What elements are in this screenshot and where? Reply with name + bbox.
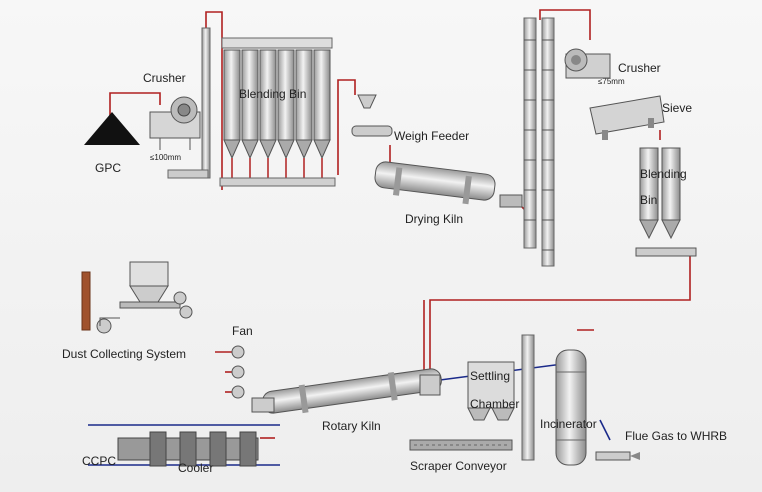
label-drying-kiln: Drying Kiln [405, 212, 463, 226]
bucket-elevator-1 [167, 27, 211, 179]
scraper-conveyor [409, 439, 513, 451]
label-settling-line1: Settling [470, 369, 510, 383]
sieve [589, 95, 665, 140]
label-dust-collecting: Dust Collecting System [62, 347, 186, 361]
bucket-elevator-2 [523, 17, 555, 267]
label-settling-line2: Chamber [470, 397, 519, 411]
fans [231, 345, 245, 399]
label-size-75: ≤75mm [598, 77, 625, 86]
drying-kiln [374, 161, 523, 208]
label-gpc: GPC [95, 161, 121, 175]
weigh-feeder [351, 94, 393, 137]
cooler [117, 431, 259, 467]
elevator-3 [521, 334, 535, 461]
blending-bin-silo-cone [259, 139, 277, 160]
blending-bin-silo-cone [241, 139, 259, 160]
blending-bin-silo [223, 49, 241, 141]
blending-bin-silo [313, 49, 331, 141]
blending-bin-group-1 [219, 37, 336, 187]
crusher-1 [149, 96, 201, 150]
label-size-100: ≤100mm [150, 153, 181, 162]
label-flue-gas: Flue Gas to WHRB [625, 429, 727, 443]
label-scraper-conveyor: Scraper Conveyor [410, 459, 507, 473]
label-crusher-1: Crusher [143, 71, 186, 85]
blending-bin-silo-cone [277, 139, 295, 160]
gpc-pile [84, 112, 140, 145]
blending-bin-silo-cone [223, 139, 241, 160]
label-weigh-feeder: Weigh Feeder [394, 129, 469, 143]
blending-bin-silo-cone [313, 139, 331, 160]
label-blending-bin-2-line2: Bin [640, 193, 657, 207]
label-sieve: Sieve [662, 101, 692, 115]
label-rotary-kiln: Rotary Kiln [322, 419, 381, 433]
label-ccpc: CCPC [82, 454, 116, 468]
label-blending-bin-2-line1: Blending [640, 167, 687, 181]
label-incinerator: Incinerator [540, 417, 597, 431]
blending-bin-silo-cone [295, 139, 313, 160]
label-blending-bin-1: Blending Bin [239, 87, 306, 101]
chimney [81, 271, 91, 331]
label-fan: Fan [232, 324, 253, 338]
label-crusher-2: Crusher [618, 61, 661, 75]
dust-collector [96, 261, 193, 334]
settling-chamber [467, 361, 515, 421]
flue-gas-outlet [595, 451, 640, 461]
label-cooler: Cooler [178, 461, 213, 475]
rotary-kiln [251, 368, 442, 414]
labels: Crusher GPC ≤100mm Blending Bin Weigh Fe… [62, 61, 727, 475]
blending-bin-2 [635, 147, 697, 257]
crusher-2 [564, 48, 611, 79]
incinerator [555, 349, 587, 466]
